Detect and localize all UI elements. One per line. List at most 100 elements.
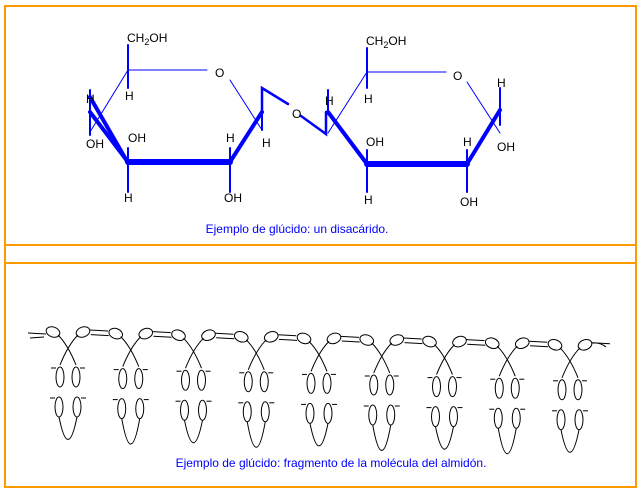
glucose-ring xyxy=(71,366,81,388)
glycosidic-oxygen-label: O xyxy=(292,107,301,121)
branch-bond xyxy=(308,341,328,372)
oh-label: OH xyxy=(366,135,384,149)
branch-bond xyxy=(247,339,267,370)
loop-bond xyxy=(184,420,203,443)
glucose-ring xyxy=(573,379,583,401)
glucose-ring xyxy=(432,376,441,398)
glucose-ring xyxy=(494,377,504,399)
disaccharide-caption: Ejemplo de glúcido: un disacárido. xyxy=(205,222,389,236)
branch-bond xyxy=(434,344,453,375)
chain-bond xyxy=(340,335,360,338)
glucose-ring xyxy=(322,372,332,394)
loop-bond xyxy=(58,416,78,440)
glucose-ring xyxy=(556,409,566,431)
glucose-ring xyxy=(243,371,253,393)
branch-bond xyxy=(559,347,579,378)
chain-bond xyxy=(404,342,423,345)
ch2oh-label: CH2OH xyxy=(127,31,167,47)
branch-bond xyxy=(59,334,79,366)
glucose-ring xyxy=(557,379,567,401)
glucose-ring xyxy=(484,337,500,349)
chain-bond xyxy=(215,332,234,335)
loop-bond xyxy=(121,418,141,445)
chain-bond xyxy=(152,331,171,334)
glucose-ring xyxy=(359,334,375,346)
starch-panel xyxy=(4,262,637,488)
atom-labels: CH2OH O H H OH OH H H OH H O CH2OH O H H… xyxy=(86,31,515,209)
branch-bond xyxy=(561,347,581,378)
glucose-ring xyxy=(197,369,206,391)
chain-bond xyxy=(467,343,486,346)
starch-diagram xyxy=(27,326,611,454)
bond xyxy=(465,108,502,166)
glucose-ring xyxy=(547,339,563,351)
glucose-ring xyxy=(431,406,440,428)
chain-bond xyxy=(403,337,422,340)
chain-bond xyxy=(90,334,109,337)
bond xyxy=(326,110,369,166)
loop-bond xyxy=(560,429,580,453)
h-label: H xyxy=(325,94,334,108)
glucose-ring xyxy=(449,406,458,428)
glucose-ring xyxy=(55,366,65,388)
glucose-ring xyxy=(305,402,315,424)
glucose-ring xyxy=(242,401,252,423)
branch-bond xyxy=(496,345,516,377)
glucose-ring xyxy=(448,376,457,398)
chain-bond xyxy=(529,345,549,348)
loop-bond xyxy=(372,424,392,451)
glucose-ring xyxy=(181,369,190,391)
glucose-ring xyxy=(385,374,395,396)
glucose-ring xyxy=(493,407,503,429)
glucose-ring xyxy=(326,332,342,345)
oh-label: OH xyxy=(460,195,478,209)
glucose-ring xyxy=(260,401,270,423)
glucose-ring xyxy=(306,372,316,394)
branch-bond xyxy=(245,339,265,370)
glycosidic-bond xyxy=(299,110,328,137)
branch-bond xyxy=(122,336,142,367)
chain-bond xyxy=(341,340,360,343)
glucose-ring xyxy=(369,374,379,396)
glucose-ring xyxy=(514,337,530,349)
bond xyxy=(228,110,264,164)
branch-bond xyxy=(310,341,330,372)
chain-bond xyxy=(466,339,485,342)
glucose-ring xyxy=(198,399,207,421)
glucose-ring xyxy=(577,339,593,351)
glucose-ring xyxy=(511,407,521,429)
bond xyxy=(466,81,501,134)
bond xyxy=(88,110,130,164)
glucose-ring xyxy=(54,396,64,418)
loop-bond xyxy=(246,421,266,448)
glucose-ring xyxy=(574,409,584,431)
chain-bond xyxy=(591,342,607,348)
glucose-ring xyxy=(75,326,91,338)
h-label: H xyxy=(86,92,95,106)
glucose-ring xyxy=(422,335,437,348)
glucose-ring xyxy=(180,399,189,421)
glucose-ring xyxy=(259,371,269,393)
h-label: H xyxy=(125,89,134,103)
chain-bond xyxy=(278,334,297,337)
loop-bond xyxy=(497,428,517,454)
glycosidic-bond xyxy=(260,85,290,114)
h-label: H xyxy=(226,131,235,145)
glucose-ring xyxy=(389,334,405,346)
chain-bond xyxy=(27,332,47,335)
ring-oxygen-label: O xyxy=(215,66,224,80)
chain-bond xyxy=(89,329,109,332)
glucose-ring xyxy=(134,368,144,390)
glucose-ring xyxy=(45,326,61,338)
bond xyxy=(327,71,368,134)
glucose-ring xyxy=(118,368,128,390)
loop-bond xyxy=(435,426,454,450)
glucose-ring xyxy=(323,402,333,424)
branch-bond xyxy=(371,342,391,374)
glucose-ring xyxy=(72,396,82,418)
glucose-ring xyxy=(135,398,145,420)
glucose-ring xyxy=(117,398,127,420)
glucose-ring xyxy=(296,332,312,345)
oh-label: OH xyxy=(497,140,515,154)
